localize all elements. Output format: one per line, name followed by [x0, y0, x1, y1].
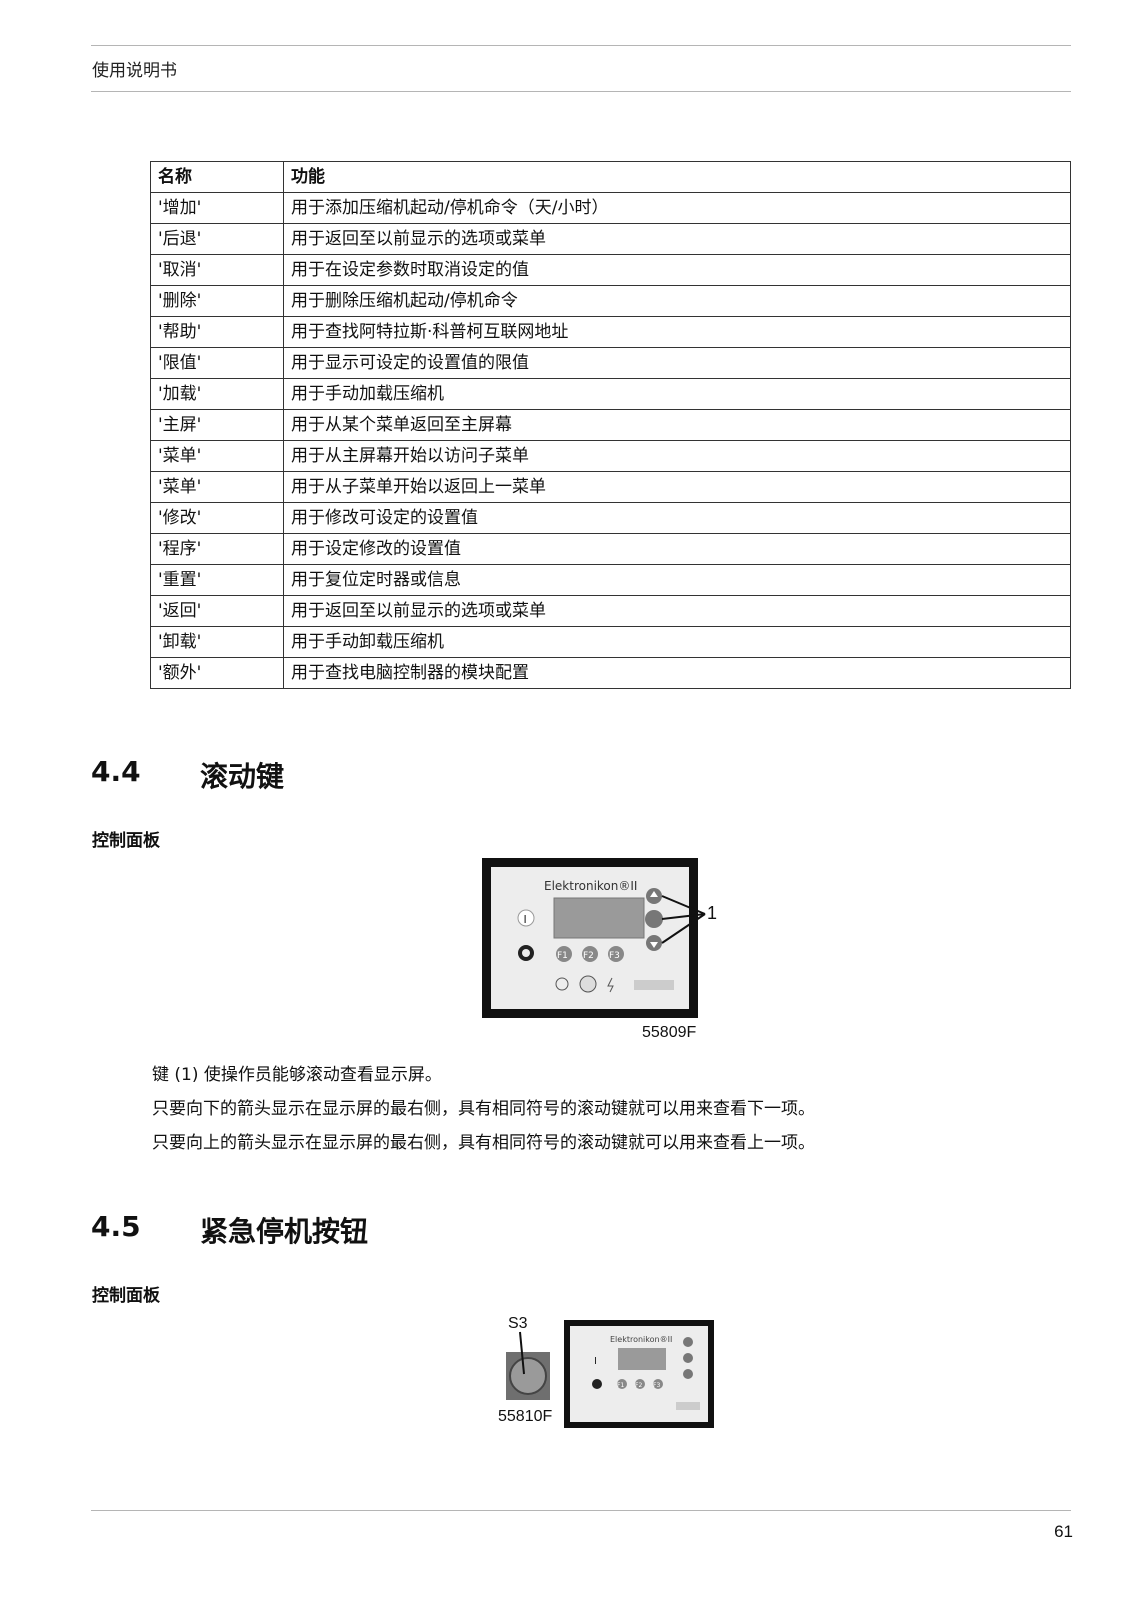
table-header-function: 功能: [283, 161, 1071, 193]
table-cell-function: 用于手动加载压缩机: [283, 378, 1071, 410]
mini-stop-icon: [592, 1379, 602, 1389]
panel-brand: Elektronikon®II: [544, 879, 637, 893]
table-cell-name: '限值': [150, 347, 284, 379]
table-cell-name: '程序': [150, 533, 284, 565]
table-cell-function: 用于删除压缩机起动/停机命令: [283, 285, 1071, 317]
tab-key: [645, 910, 663, 928]
page-number: 61: [1054, 1522, 1073, 1541]
table-row: '后退'用于返回至以前显示的选项或菜单: [150, 223, 1071, 255]
table-cell-function: 用于修改可设定的设置值: [283, 502, 1071, 534]
table-cell-function: 用于设定修改的设置值: [283, 533, 1071, 565]
table-cell-name: '修改': [150, 502, 284, 534]
table-cell-function: 用于查找阿特拉斯·科普柯互联网地址: [283, 316, 1071, 348]
icon-a: [555, 977, 569, 991]
emergency-stop-button-icon: [509, 1357, 547, 1395]
table-header-name: 名称: [150, 161, 284, 193]
table-cell-function: 用于返回至以前显示的选项或菜单: [283, 595, 1071, 627]
table-cell-name: '加载': [150, 378, 284, 410]
section-4-5-subtitle: 控制面板: [92, 1286, 160, 1306]
s3-label: S3: [508, 1315, 528, 1332]
table-row: '主屏'用于从某个菜单返回至主屏幕: [150, 409, 1071, 441]
start-indicator: [517, 909, 535, 927]
mini-f2-label: F2: [635, 1382, 642, 1389]
mini-f1-label: F1: [617, 1382, 624, 1389]
icon-c: [607, 977, 614, 993]
footer-rule: [91, 1510, 1071, 1511]
table-cell-name: '返回': [150, 595, 284, 627]
brand-logo: [634, 980, 674, 990]
table-row: '返回'用于返回至以前显示的选项或菜单: [150, 595, 1071, 627]
mini-display: [618, 1348, 666, 1370]
mini-panel-brand: Elektronikon®II: [610, 1335, 672, 1344]
table-row: '程序'用于设定修改的设置值: [150, 533, 1071, 565]
table-row: '取消'用于在设定参数时取消设定的值: [150, 254, 1071, 286]
icon-b: [579, 975, 597, 993]
table-row: '删除'用于删除压缩机起动/停机命令: [150, 285, 1071, 317]
table-row: '菜单'用于从子菜单开始以返回上一菜单: [150, 471, 1071, 503]
table-cell-name: '帮助': [150, 316, 284, 348]
paragraph-1: 键 (1) 使操作员能够滚动查看显示屏。: [152, 1065, 442, 1085]
table-cell-function: 用于从某个菜单返回至主屏幕: [283, 409, 1071, 441]
mini-indicator-label: I: [594, 1356, 597, 1367]
table-row: '限值'用于显示可设定的设置值的限值: [150, 347, 1071, 379]
function-table: 名称 功能 '增加'用于添加压缩机起动/停机命令（天/小时）'后退'用于返回至以…: [150, 161, 1071, 689]
table-row: '重置'用于复位定时器或信息: [150, 564, 1071, 596]
table-row: '卸载'用于手动卸载压缩机: [150, 626, 1071, 658]
table-body: '增加'用于添加压缩机起动/停机命令（天/小时）'后退'用于返回至以前显示的选项…: [150, 192, 1071, 689]
f3-key: [608, 946, 624, 962]
table-cell-name: '菜单': [150, 471, 284, 503]
table-cell-function: 用于手动卸载压缩机: [283, 626, 1071, 658]
figure-callout-1: 1: [707, 903, 717, 923]
paragraph-2: 只要向下的箭头显示在显示屏的最右侧，具有相同符号的滚动键就可以用来查看下一项。: [152, 1099, 815, 1119]
control-panel-figure: Elektronikon®II I F1 F2 F3 1: [482, 858, 717, 1018]
table-cell-function: 用于在设定参数时取消设定的值: [283, 254, 1071, 286]
table-row: '额外'用于查找电脑控制器的模块配置: [150, 657, 1071, 689]
table-cell-function: 用于从子菜单开始以返回上一菜单: [283, 471, 1071, 503]
section-4-5-number: 4.5: [91, 1210, 141, 1243]
header-bottom-rule: [91, 91, 1071, 92]
display-screen: [553, 897, 645, 939]
f3-key-label: F3: [609, 951, 620, 961]
mini-brand-logo: [676, 1402, 700, 1410]
table-cell-function: 用于添加压缩机起动/停机命令（天/小时）: [283, 192, 1071, 224]
f1-key-label: F1: [557, 951, 568, 961]
table-cell-name: '删除': [150, 285, 284, 317]
table-cell-name: '增加': [150, 192, 284, 224]
table-row: '增加'用于添加压缩机起动/停机命令（天/小时）: [150, 192, 1071, 224]
table-row: '帮助'用于查找阿特拉斯·科普柯互联网地址: [150, 316, 1071, 348]
table-cell-name: '后退': [150, 223, 284, 255]
table-cell-function: 用于显示可设定的设置值的限值: [283, 347, 1071, 379]
table-cell-name: '主屏': [150, 409, 284, 441]
start-indicator-label: I: [524, 913, 527, 926]
header-top-rule: [91, 45, 1071, 46]
table-cell-function: 用于从主屏幕开始以访问子菜单: [283, 440, 1071, 472]
section-4-5-title: 紧急停机按钮: [200, 1215, 369, 1248]
emergency-stop-figure: S3 Elektronikon®II I F1 F2 F3: [506, 1315, 714, 1428]
table-cell-name: '卸载': [150, 626, 284, 658]
figure-code-55810f: 55810F: [498, 1408, 553, 1425]
table-cell-name: '额外': [150, 657, 284, 689]
table-cell-function: 用于查找电脑控制器的模块配置: [283, 657, 1071, 689]
header-title: 使用说明书: [92, 61, 177, 81]
table-cell-name: '菜单': [150, 440, 284, 472]
section-4-4-number: 4.4: [91, 755, 141, 788]
figure-code-55809f: 55809F: [642, 1024, 697, 1041]
table-cell-name: '取消': [150, 254, 284, 286]
table-row: '加载'用于手动加载压缩机: [150, 378, 1071, 410]
mini-f3-label: F3: [653, 1382, 660, 1389]
table-cell-function: 用于返回至以前显示的选项或菜单: [283, 223, 1071, 255]
f2-key: [582, 946, 598, 962]
paragraph-3: 只要向上的箭头显示在显示屏的最右侧，具有相同符号的滚动键就可以用来查看上一项。: [152, 1133, 815, 1153]
section-4-4-title: 滚动键: [200, 760, 285, 793]
f1-key: [556, 946, 572, 962]
table-row: '菜单'用于从主屏幕开始以访问子菜单: [150, 440, 1071, 472]
table-cell-function: 用于复位定时器或信息: [283, 564, 1071, 596]
f2-key-label: F2: [583, 951, 594, 961]
table-row: '修改'用于修改可设定的设置值: [150, 502, 1071, 534]
section-4-4-subtitle: 控制面板: [92, 831, 160, 851]
table-header-row: 名称 功能: [150, 161, 1071, 193]
table-cell-name: '重置': [150, 564, 284, 596]
